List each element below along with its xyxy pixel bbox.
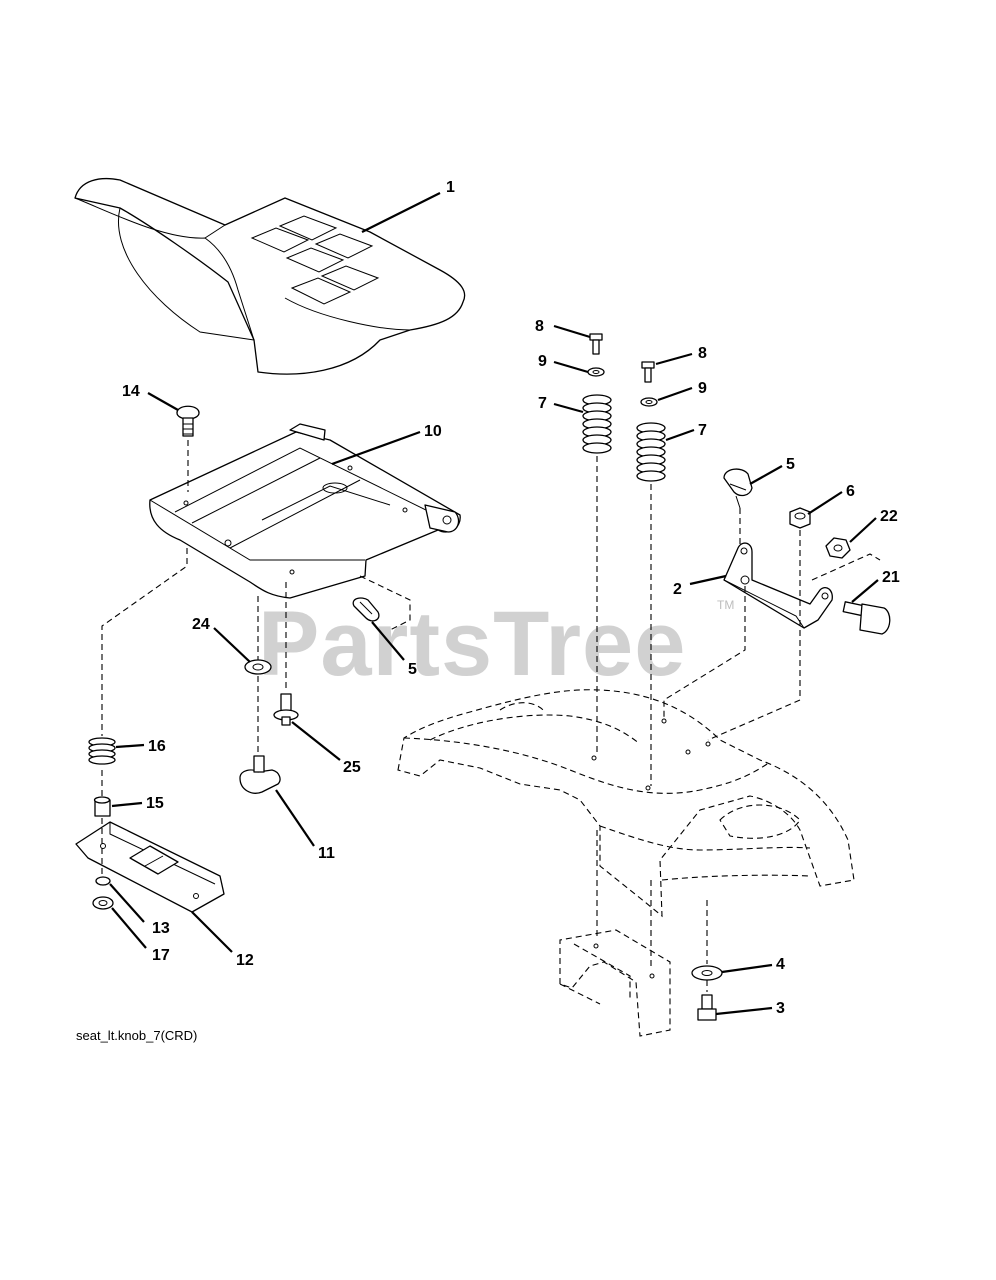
washer-4[interactable] xyxy=(691,965,723,981)
callout-3[interactable]: 3 xyxy=(776,1000,785,1017)
bolt-3[interactable] xyxy=(697,994,717,1021)
callout-17[interactable]: 17 xyxy=(152,947,170,964)
fender-reference xyxy=(397,689,855,918)
callout-12[interactable]: 12 xyxy=(236,952,254,969)
callout-9-left[interactable]: 9 xyxy=(538,353,547,370)
callout-6[interactable]: 6 xyxy=(846,483,855,500)
callout-5-left[interactable]: 5 xyxy=(408,661,417,678)
seat-pan[interactable] xyxy=(149,423,461,599)
seat-knob[interactable] xyxy=(239,755,281,794)
washer-9-left[interactable] xyxy=(587,367,605,377)
spring-16[interactable] xyxy=(88,737,116,765)
nut-6[interactable] xyxy=(789,507,811,529)
watermark: PartsTree xyxy=(258,593,687,695)
callout-7-right[interactable]: 7 xyxy=(698,422,707,439)
callout-16[interactable]: 16 xyxy=(148,738,166,755)
callout-21[interactable]: 21 xyxy=(882,569,900,586)
callout-5-right[interactable]: 5 xyxy=(786,456,795,473)
callout-8-left[interactable]: 8 xyxy=(535,318,544,335)
nut-13[interactable] xyxy=(95,876,111,886)
watermark-trademark: TM xyxy=(717,598,735,612)
nut-22[interactable] xyxy=(825,537,851,559)
callout-25[interactable]: 25 xyxy=(343,759,361,776)
shoulder-bolt[interactable] xyxy=(273,693,299,726)
clip-left[interactable] xyxy=(352,597,380,622)
plate[interactable] xyxy=(75,821,225,913)
nut-17[interactable] xyxy=(92,896,114,910)
callout-9-right[interactable]: 9 xyxy=(698,380,707,397)
washer-9-right[interactable] xyxy=(640,397,658,407)
callout-14[interactable]: 14 xyxy=(122,383,140,400)
shoulder-bolt-21[interactable] xyxy=(842,601,891,635)
callout-10[interactable]: 10 xyxy=(424,423,442,440)
bolt-8-right[interactable] xyxy=(641,361,655,383)
callout-11[interactable]: 11 xyxy=(318,845,335,862)
callout-4[interactable]: 4 xyxy=(776,956,785,973)
callout-8-right[interactable]: 8 xyxy=(698,345,707,362)
callout-24[interactable]: 24 xyxy=(192,616,210,633)
spring-7-right[interactable] xyxy=(636,422,666,482)
lower-bracket-reference xyxy=(559,929,671,1037)
callout-22[interactable]: 22 xyxy=(880,508,898,525)
diagram-caption: seat_lt.knob_7(CRD) xyxy=(76,1028,198,1043)
spring-7-left[interactable] xyxy=(582,394,612,454)
clip-right[interactable] xyxy=(723,468,753,509)
carriage-bolt[interactable] xyxy=(176,405,200,437)
callout-2[interactable]: 2 xyxy=(673,581,682,598)
bushing[interactable] xyxy=(93,796,111,817)
callout-15[interactable]: 15 xyxy=(146,795,164,812)
callout-1[interactable]: 1 xyxy=(446,179,455,196)
bracket[interactable] xyxy=(723,542,833,629)
callout-13[interactable]: 13 xyxy=(152,920,170,937)
callout-7-left[interactable]: 7 xyxy=(538,395,547,412)
bolt-8-left[interactable] xyxy=(589,333,603,355)
seat[interactable] xyxy=(74,177,466,375)
leader-lines xyxy=(109,192,879,1016)
